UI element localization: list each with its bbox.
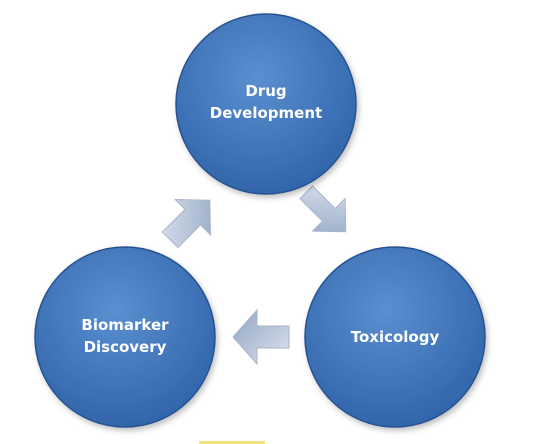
node-label-line: Drug xyxy=(245,82,286,100)
arrow-drug-development-to-toxicology xyxy=(299,185,347,233)
node-label-line: Toxicology xyxy=(351,328,440,346)
arrow-toxicology-to-biomarker-discovery xyxy=(232,308,290,366)
node-drug-development: Drug Development xyxy=(175,13,357,195)
node-label-line: Development xyxy=(210,104,322,122)
arrow-biomarker-discovery-to-drug-development xyxy=(161,198,212,249)
node-label-line: Discovery xyxy=(84,338,167,356)
node-label-line: Biomarker xyxy=(81,316,169,334)
highlight-mark xyxy=(199,441,265,444)
node-biomarker-discovery: Biomarker Discovery xyxy=(34,246,216,428)
node-toxicology: Toxicology xyxy=(304,246,486,428)
